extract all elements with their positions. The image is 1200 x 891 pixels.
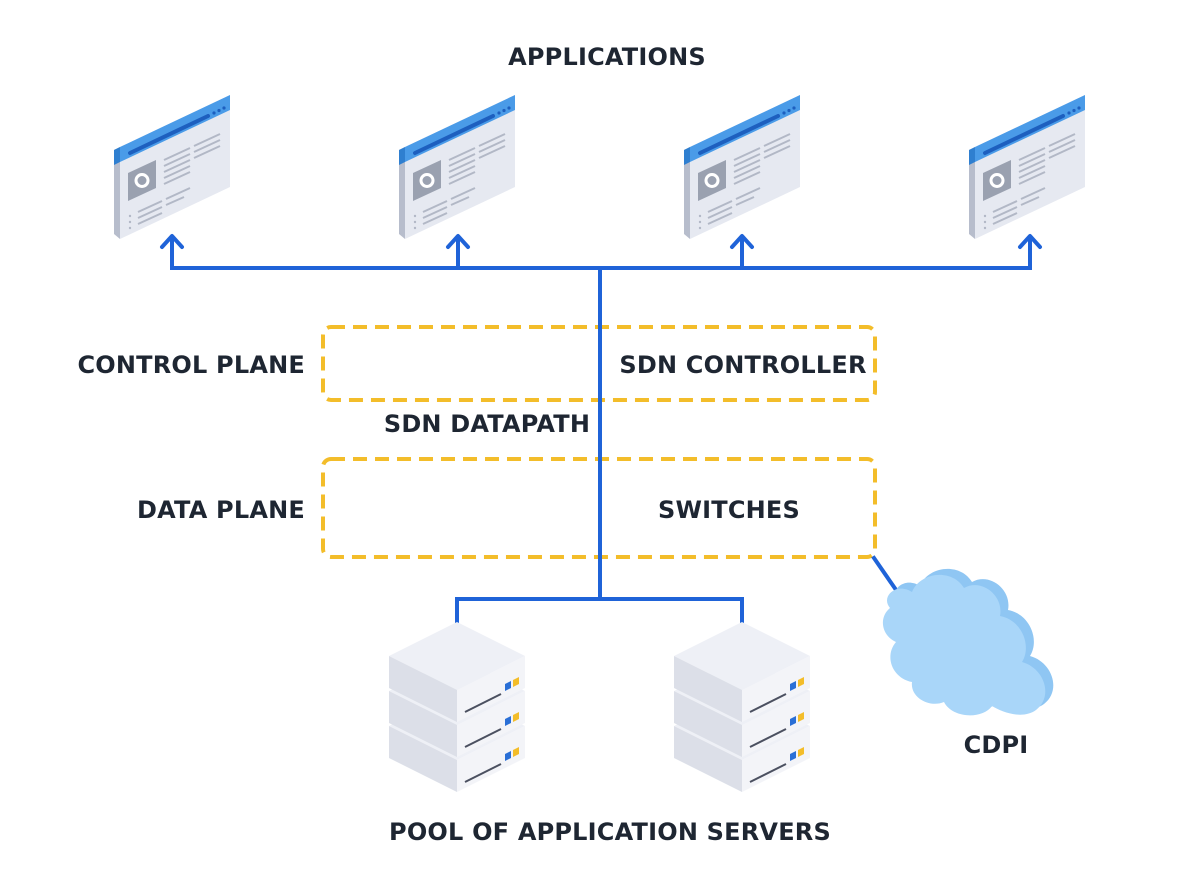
sdn-controller-label: SDN CONTROLLER <box>619 351 866 379</box>
arrow-up-icon <box>160 234 184 249</box>
data-plane-label: DATA PLANE <box>137 496 305 524</box>
application-bus-connector <box>160 234 1042 270</box>
server-stack-icon <box>389 622 525 792</box>
server-stack-2[interactable] <box>674 622 810 792</box>
app-window-icon <box>682 93 802 241</box>
switches-label: SWITCHES <box>658 496 800 524</box>
cloud-icon[interactable] <box>882 568 1054 716</box>
servers-label: POOL OF APPLICATION SERVERS <box>389 818 831 846</box>
app-window-icon <box>112 93 232 241</box>
application-4[interactable] <box>967 93 1087 241</box>
app-window-icon <box>967 93 1087 241</box>
cdpi-label: CDPI <box>964 731 1029 759</box>
arrow-up-icon <box>446 234 470 249</box>
trunk-connector <box>455 266 744 626</box>
control-plane-label: CONTROL PLANE <box>77 351 305 379</box>
sdn-datapath-label: SDN DATAPATH <box>384 410 590 438</box>
application-1[interactable] <box>112 93 232 241</box>
applications-title: APPLICATIONS <box>508 43 706 71</box>
server-stack-1[interactable] <box>389 622 525 792</box>
application-3[interactable] <box>682 93 802 241</box>
app-window-icon <box>397 93 517 241</box>
application-2[interactable] <box>397 93 517 241</box>
server-stack-icon <box>674 622 810 792</box>
arrow-up-icon <box>730 234 754 249</box>
arrow-up-icon <box>1018 234 1042 249</box>
